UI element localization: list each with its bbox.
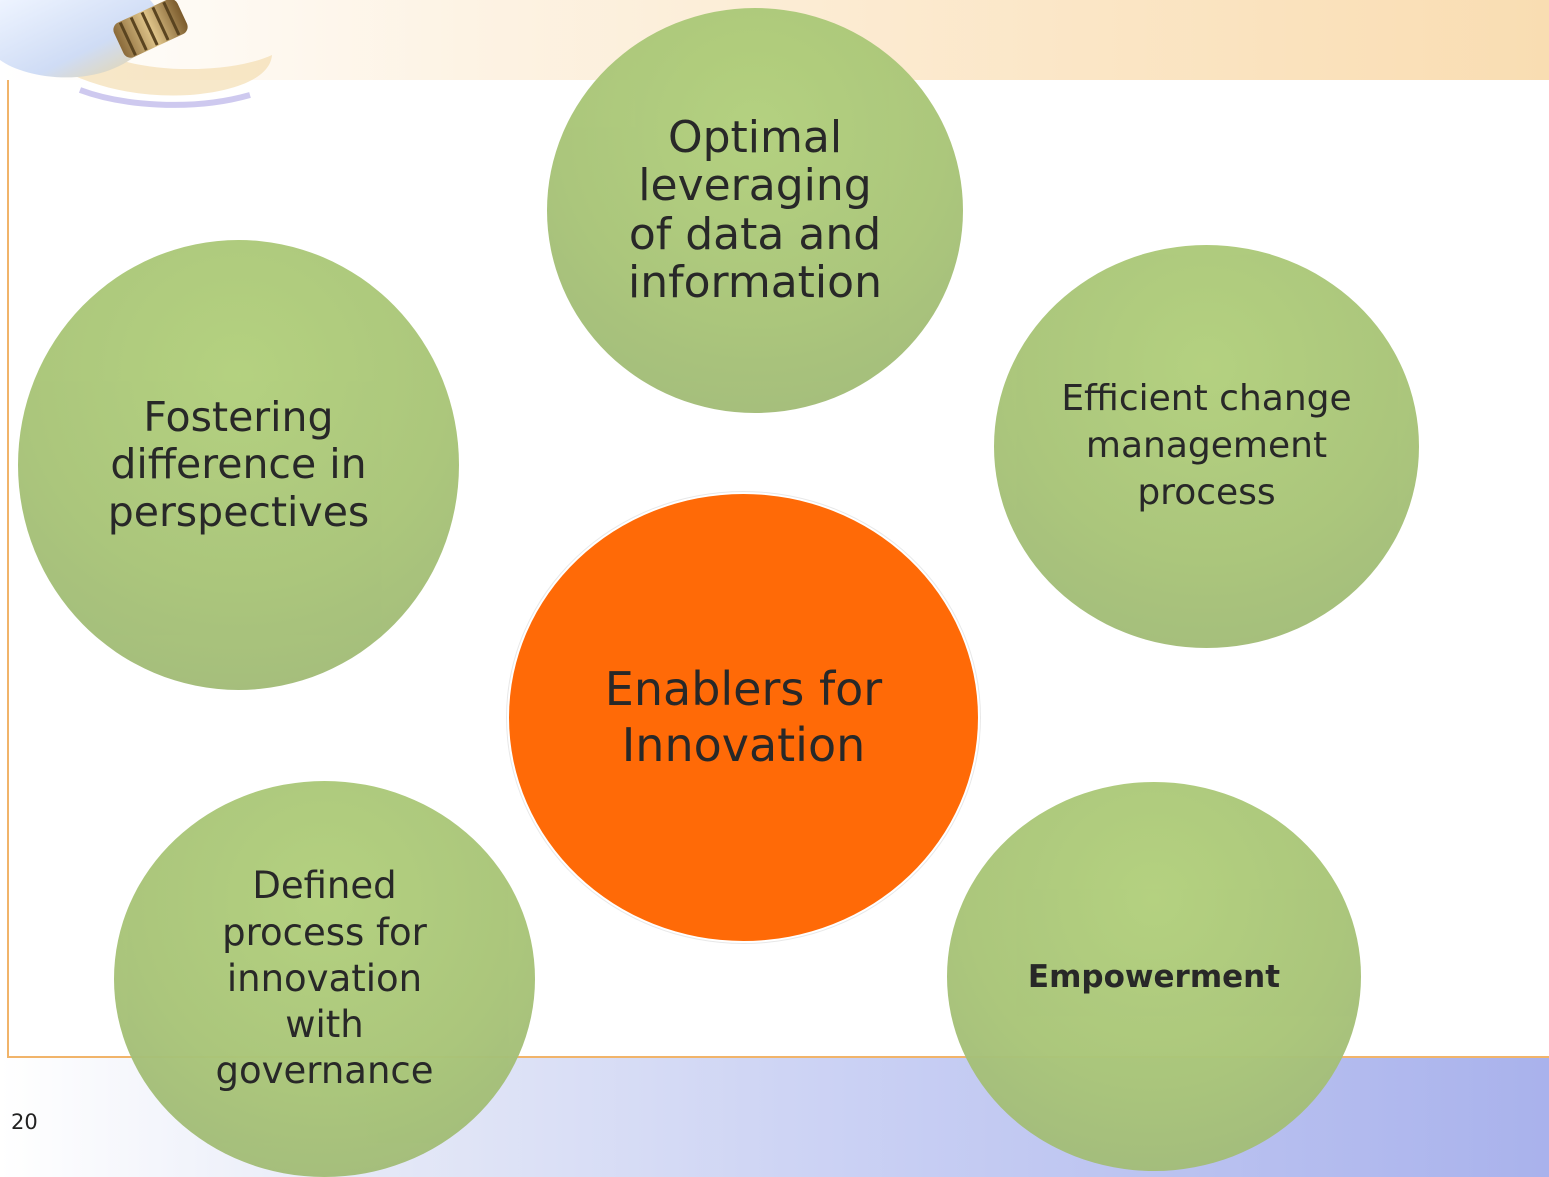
node-innovation-process: Defined process for innovation with gove…: [114, 781, 535, 1177]
node-diverse-perspectives: Fostering difference in perspectives: [18, 240, 459, 690]
light-bulb-icon: [0, 0, 272, 108]
slide-frame: [7, 80, 1549, 1058]
node-change-management: Efficient change management process: [994, 245, 1419, 648]
node-empowerment: Empowerment: [947, 782, 1361, 1171]
node-data-leveraging: Optimal leveraging of data and informati…: [547, 8, 963, 413]
center-node: Enablers for Innovation: [509, 494, 978, 941]
page-number: 20: [11, 1110, 38, 1134]
